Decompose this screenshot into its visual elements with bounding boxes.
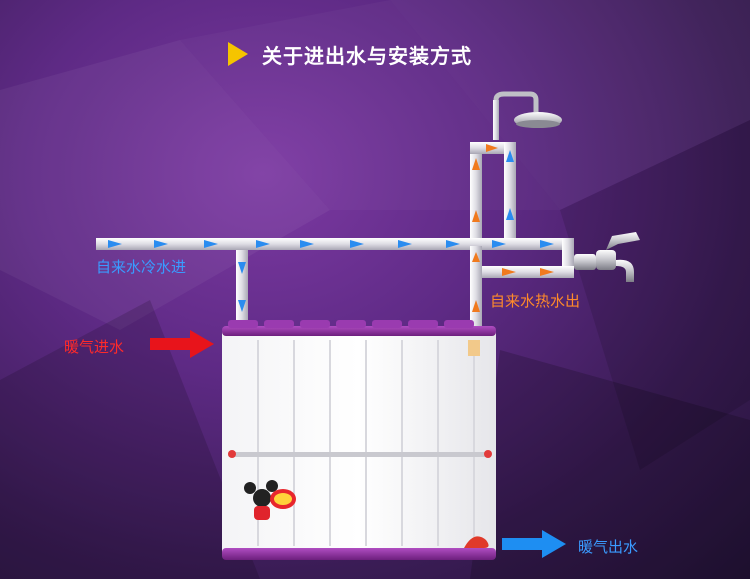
cold-water-pipe xyxy=(96,238,476,328)
title-bar: 关于进出水与安装方式 xyxy=(228,38,472,70)
heating-out-label: 暖气出水 xyxy=(578,538,639,556)
hot-water-pipe xyxy=(470,238,574,326)
radiator xyxy=(222,320,496,560)
hot-water-out-label: 自来水热水出 xyxy=(490,292,581,310)
cold-flow-arrows xyxy=(108,150,554,312)
mascot-sticker-icon xyxy=(244,480,296,520)
page-title: 关于进出水与安装方式 xyxy=(262,43,472,68)
faucet-icon xyxy=(574,232,640,282)
heating-out-arrow xyxy=(502,530,566,558)
cold-water-in-label: 自来水冷水进 xyxy=(96,258,187,276)
shower-head-icon xyxy=(493,91,562,140)
play-triangle-icon xyxy=(228,42,248,66)
heating-in-arrow xyxy=(150,330,214,358)
brand-logo-icon xyxy=(468,340,480,356)
hot-flow-arrows xyxy=(472,144,554,312)
heating-in-label: 暖气进水 xyxy=(64,338,125,356)
